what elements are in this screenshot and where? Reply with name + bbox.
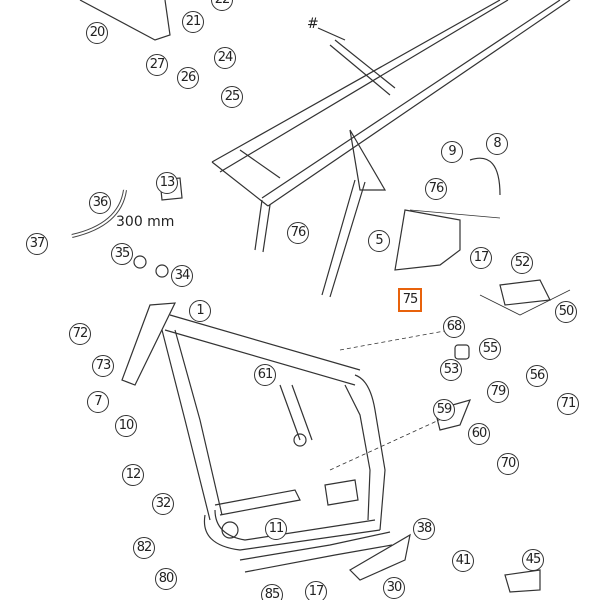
callout-59[interactable]: 59 bbox=[433, 399, 455, 421]
callout-21[interactable]: 21 bbox=[182, 11, 204, 33]
callout-32[interactable]: 32 bbox=[152, 493, 174, 515]
callout-30[interactable]: 30 bbox=[383, 577, 405, 599]
callout-26[interactable]: 26 bbox=[177, 67, 199, 89]
callout-76[interactable]: 76 bbox=[425, 178, 447, 200]
spring-part bbox=[469, 157, 501, 196]
washer-35 bbox=[133, 255, 147, 269]
callout-35[interactable]: 35 bbox=[111, 243, 133, 265]
callout-72[interactable]: 72 bbox=[69, 323, 91, 345]
callout-55[interactable]: 55 bbox=[479, 338, 501, 360]
callout-75[interactable]: 75 bbox=[398, 288, 422, 312]
callout-80[interactable]: 80 bbox=[155, 568, 177, 590]
footrest-part bbox=[499, 279, 551, 306]
callout-36[interactable]: 36 bbox=[89, 192, 111, 214]
callout-76[interactable]: 76 bbox=[287, 222, 309, 244]
callout-7[interactable]: 7 bbox=[87, 391, 109, 413]
callout-12[interactable]: 12 bbox=[122, 464, 144, 486]
callout-52[interactable]: 52 bbox=[511, 252, 533, 274]
callout-68[interactable]: 68 bbox=[443, 316, 465, 338]
callout-56[interactable]: 56 bbox=[526, 365, 548, 387]
callout-17[interactable]: 17 bbox=[470, 247, 492, 269]
callout-73[interactable]: 73 bbox=[92, 355, 114, 377]
callout-53[interactable]: 53 bbox=[440, 359, 462, 381]
callout-20[interactable]: 20 bbox=[86, 22, 108, 44]
callout-11[interactable]: 11 bbox=[265, 518, 287, 540]
callout-60[interactable]: 60 bbox=[468, 423, 490, 445]
callout-1[interactable]: 1 bbox=[189, 300, 211, 322]
cap-34 bbox=[155, 264, 169, 278]
callout-38[interactable]: 38 bbox=[413, 518, 435, 540]
rear-subframe: # bbox=[211, 0, 571, 298]
callout-70[interactable]: 70 bbox=[497, 453, 519, 475]
callout-85[interactable]: 85 bbox=[261, 584, 283, 600]
callout-50[interactable]: 50 bbox=[555, 301, 577, 323]
callout-45[interactable]: 45 bbox=[522, 549, 544, 571]
lever-part bbox=[434, 399, 472, 431]
callout-82[interactable]: 82 bbox=[133, 537, 155, 559]
main-frame bbox=[121, 302, 393, 573]
callout-25[interactable]: 25 bbox=[221, 86, 243, 108]
callout-61[interactable]: 61 bbox=[254, 364, 276, 386]
callout-24[interactable]: 24 bbox=[214, 47, 236, 69]
callout-8[interactable]: 8 bbox=[486, 133, 508, 155]
hash-marker: # bbox=[307, 16, 319, 32]
bracket-part bbox=[394, 209, 461, 271]
callout-17[interactable]: 17 bbox=[305, 581, 327, 600]
callout-13[interactable]: 13 bbox=[156, 172, 178, 194]
callout-27[interactable]: 27 bbox=[146, 54, 168, 76]
bushing-part bbox=[454, 344, 470, 360]
callout-34[interactable]: 34 bbox=[171, 265, 193, 287]
callout-37[interactable]: 37 bbox=[26, 233, 48, 255]
callout-10[interactable]: 10 bbox=[115, 415, 137, 437]
bracket-part-lower bbox=[349, 533, 411, 581]
callout-79[interactable]: 79 bbox=[487, 381, 509, 403]
callout-5[interactable]: 5 bbox=[368, 230, 390, 252]
callout-9[interactable]: 9 bbox=[441, 141, 463, 163]
footpeg-part bbox=[504, 569, 541, 593]
callout-71[interactable]: 71 bbox=[557, 393, 579, 415]
hose-length-label: 300 mm bbox=[116, 214, 175, 230]
callout-41[interactable]: 41 bbox=[452, 550, 474, 572]
side-panel bbox=[79, 0, 171, 41]
